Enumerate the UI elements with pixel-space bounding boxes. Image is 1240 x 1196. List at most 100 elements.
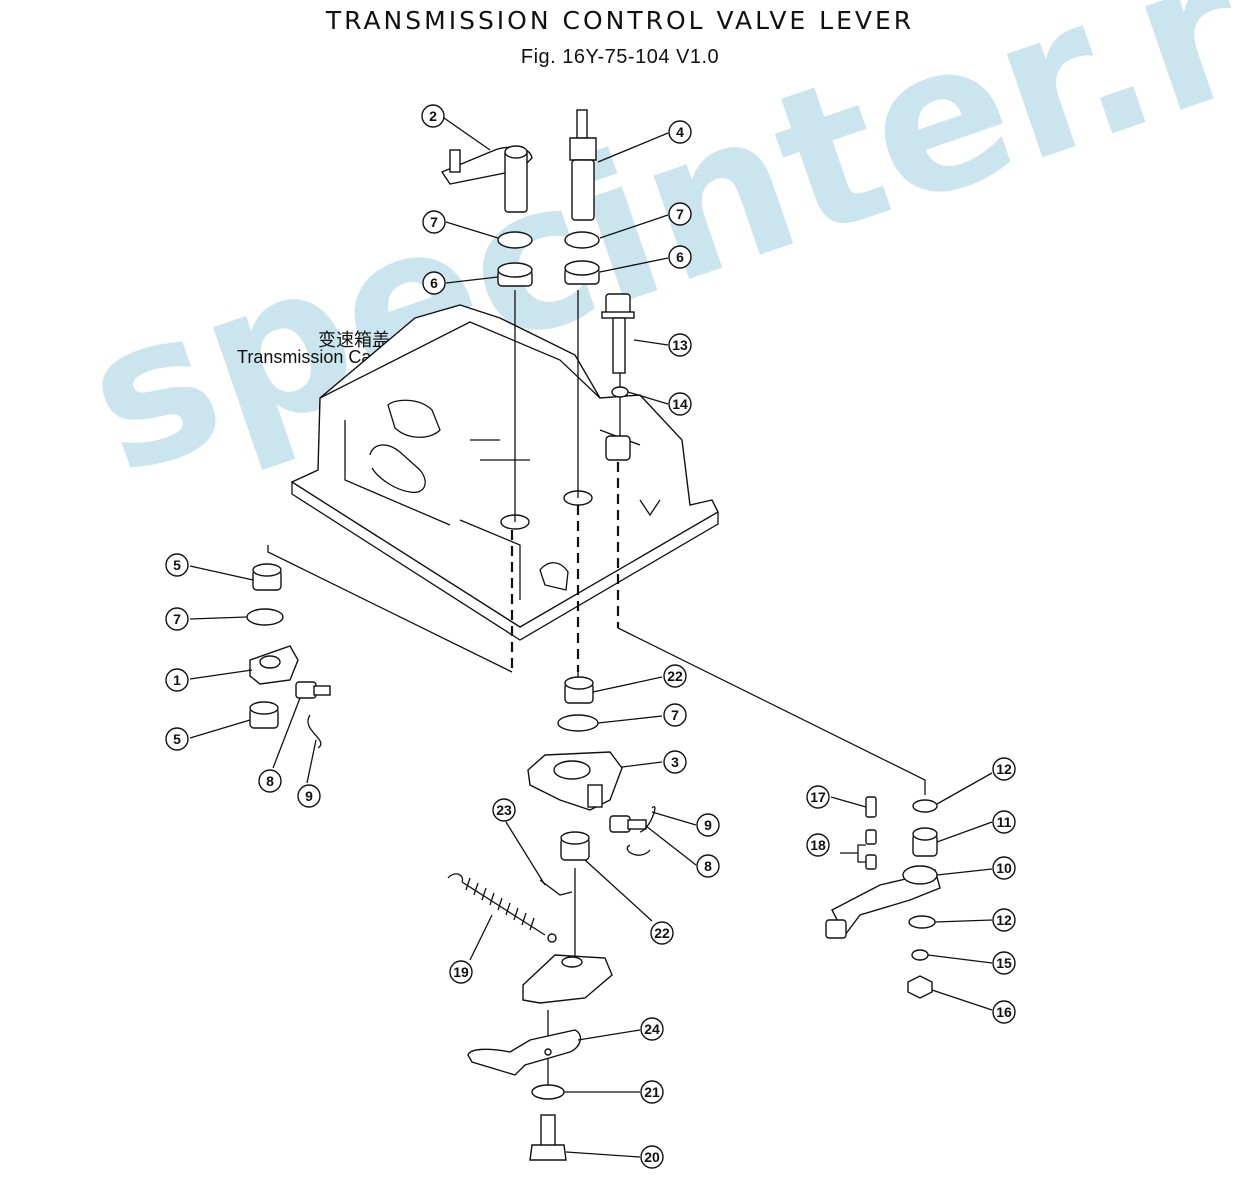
part-16-nut — [907, 975, 933, 999]
part-4-shaft — [569, 109, 597, 221]
part-12-washer-upper — [912, 799, 938, 813]
svg-text:18: 18 — [810, 837, 826, 853]
part-6-bushing-right — [564, 260, 600, 285]
leader-lines — [189, 117, 993, 1158]
callout-13: 13 — [668, 333, 692, 357]
part-5-bushing-lower — [249, 701, 279, 729]
part-12-washer-lower — [908, 915, 936, 929]
callout-4: 4 — [668, 120, 692, 144]
callout-17: 17 — [806, 785, 830, 809]
svg-text:5: 5 — [173, 557, 181, 573]
assembly-lines — [267, 290, 926, 1085]
svg-text:9: 9 — [704, 817, 712, 833]
callout-14: 14 — [668, 392, 692, 416]
callout-16: 16 — [992, 1000, 1016, 1024]
callout-22: 22 — [650, 921, 674, 945]
part-10-arm — [825, 865, 941, 939]
callout-18: 18 — [806, 833, 830, 857]
part-7-washer-left — [246, 608, 284, 626]
callout-1: 1 — [165, 668, 189, 692]
part-22-bushing-lower — [560, 831, 590, 861]
callout-12: 12 — [992, 757, 1016, 781]
callout-22: 22 — [663, 664, 687, 688]
svg-text:15: 15 — [996, 955, 1012, 971]
part-2-lever — [440, 145, 533, 213]
svg-text:17: 17 — [810, 789, 826, 805]
case-cover-label-cn: 变速箱盖 — [318, 330, 390, 351]
part-9-wire-center — [626, 806, 656, 856]
part-1-lever-body — [249, 645, 299, 685]
part-19-spring — [447, 873, 557, 943]
callout-23: 23 — [492, 798, 516, 822]
svg-text:12: 12 — [996, 761, 1012, 777]
callout-5: 5 — [165, 553, 189, 577]
callout-20: 20 — [640, 1145, 664, 1169]
svg-text:16: 16 — [996, 1004, 1012, 1020]
part-23-pin — [539, 879, 573, 896]
svg-text:22: 22 — [667, 668, 683, 684]
transmission-case-cover — [290, 304, 719, 641]
part-7-washer-top-left — [497, 231, 533, 249]
part-21-washer — [531, 1084, 565, 1100]
cover-stud-boss — [605, 435, 631, 461]
svg-text:8: 8 — [266, 773, 274, 789]
callout-9: 9 — [696, 813, 720, 837]
callout-8: 8 — [258, 769, 282, 793]
callout-2: 2 — [421, 104, 445, 128]
svg-text:4: 4 — [676, 124, 684, 140]
svg-text:23: 23 — [496, 802, 512, 818]
svg-text:14: 14 — [672, 396, 688, 412]
part-8-screw-left — [295, 681, 331, 699]
callout-12: 12 — [992, 908, 1016, 932]
svg-text:11: 11 — [997, 814, 1012, 830]
part-22-bushing-upper — [564, 676, 594, 704]
figure-number: Fig. 16Y-75-104 V1.0 — [520, 46, 720, 68]
part-8-screw-center — [609, 815, 647, 833]
diagram-title: TRANSMISSION CONTROL VALVE LEVER — [325, 6, 915, 35]
callout-11: 11 — [992, 810, 1016, 834]
svg-text:12: 12 — [996, 912, 1012, 928]
svg-text:7: 7 — [671, 707, 679, 723]
part-6-bushing-left — [497, 262, 533, 287]
svg-text:21: 21 — [644, 1084, 660, 1100]
part-20-bolt — [529, 1114, 567, 1161]
callout-5: 5 — [165, 727, 189, 751]
part-18-pin-upper — [865, 829, 877, 845]
svg-text:10: 10 — [996, 860, 1012, 876]
svg-text:5: 5 — [173, 731, 181, 747]
part-14-washer — [611, 386, 629, 398]
svg-text:8: 8 — [704, 858, 712, 874]
callout-3: 3 — [663, 750, 687, 774]
callout-9: 9 — [297, 784, 321, 808]
callout-7: 7 — [422, 210, 446, 234]
callout-24: 24 — [640, 1017, 664, 1041]
svg-text:2: 2 — [429, 108, 437, 124]
part-7-washer-center — [557, 714, 599, 732]
callout-15: 15 — [992, 951, 1016, 975]
svg-text:19: 19 — [453, 964, 469, 980]
svg-text:24: 24 — [644, 1021, 660, 1037]
part-17-pin — [865, 796, 877, 818]
lever-plate — [522, 954, 613, 1004]
callout-7: 7 — [165, 607, 189, 631]
svg-text:6: 6 — [430, 275, 438, 291]
callout-6: 6 — [422, 271, 446, 295]
callout-19: 19 — [449, 960, 473, 984]
svg-text:13: 13 — [672, 337, 688, 353]
part-15-lockwasher — [911, 949, 929, 961]
svg-text:3: 3 — [671, 754, 679, 770]
part-13-bolt — [601, 293, 635, 374]
svg-text:7: 7 — [430, 214, 438, 230]
part-7-washer-top-right — [564, 231, 600, 249]
part-5-bushing-upper — [252, 563, 282, 591]
callout-7: 7 — [663, 703, 687, 727]
svg-text:7: 7 — [676, 206, 684, 222]
svg-text:20: 20 — [644, 1149, 660, 1165]
part-11-collar — [912, 827, 938, 857]
svg-text:22: 22 — [654, 925, 670, 941]
part-3-lever-block — [527, 751, 623, 811]
svg-text:7: 7 — [173, 611, 181, 627]
part-9-wire-left — [307, 714, 322, 749]
